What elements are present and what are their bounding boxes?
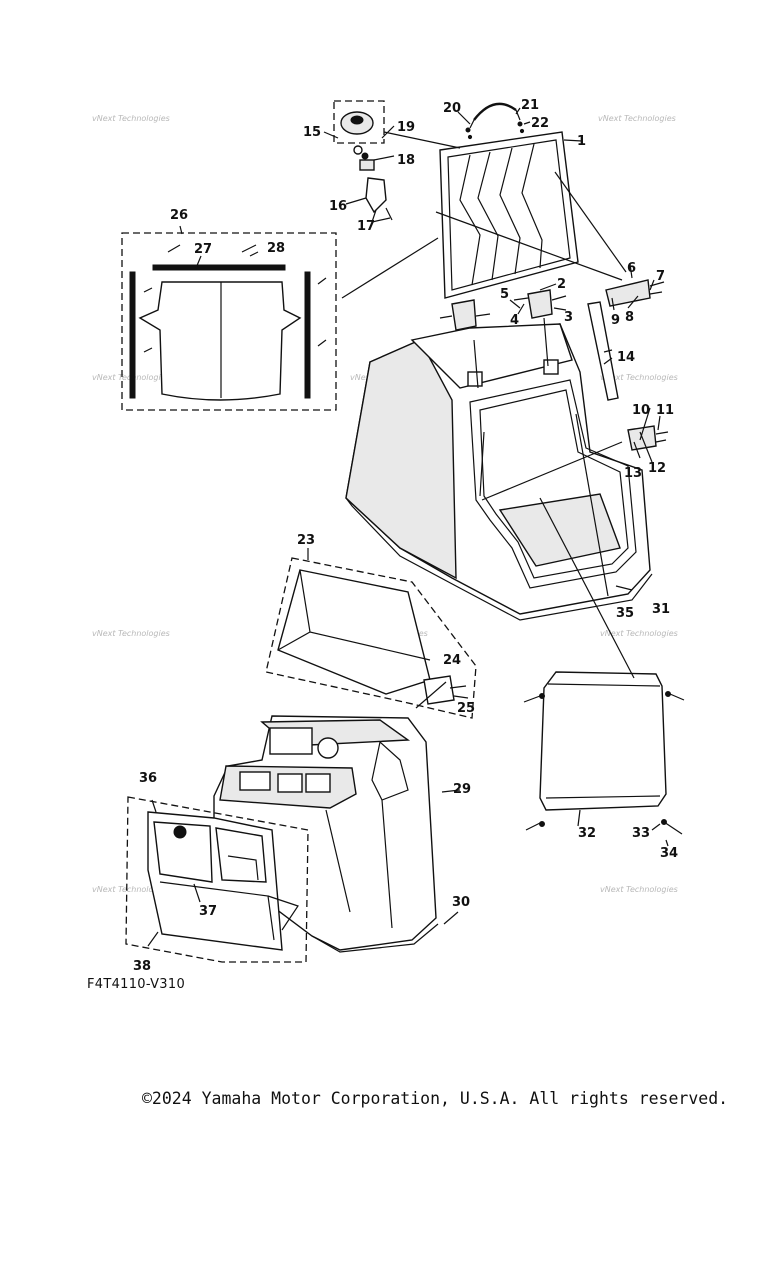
- callout-19: 19: [397, 120, 415, 135]
- copyright-notice: ©2024 Yamaha Motor Corporation, U.S.A. A…: [142, 1089, 729, 1108]
- watermark: vNext Technologies: [92, 885, 170, 894]
- diagram-code: F4T4110-V310: [87, 977, 186, 992]
- callout-38: 38: [133, 959, 151, 974]
- callout-35: 35: [616, 606, 634, 621]
- leader-lines: [147, 107, 669, 947]
- callout-21: 21: [521, 98, 539, 113]
- callout-27: 27: [194, 242, 212, 257]
- callout-14: 14: [617, 350, 635, 365]
- callout-8: 8: [625, 310, 634, 325]
- callout-16: 16: [329, 199, 347, 214]
- grab-handle-part: [465, 102, 525, 140]
- callout-18: 18: [397, 153, 415, 168]
- front-panel-part: [125, 796, 309, 963]
- callout-labels: 1 2 3 4 5 6 7 8 9 10 11 12 13 14 15 16 1…: [133, 98, 678, 974]
- rear-panel-kit-part: [121, 232, 337, 411]
- callout-1: 1: [577, 134, 586, 149]
- callout-7: 7: [656, 269, 665, 284]
- watermark: vNext Technologies: [92, 629, 170, 638]
- callout-17: 17: [357, 219, 375, 234]
- watermark: vNext Technologies: [598, 114, 676, 123]
- callout-32: 32: [578, 826, 596, 841]
- callout-31: 31: [652, 602, 670, 617]
- callout-13: 13: [624, 466, 642, 481]
- roof-panel-part: [523, 671, 685, 835]
- watermark: vNext Technologies: [600, 629, 678, 638]
- lock-assembly-part: [333, 100, 393, 223]
- callout-34: 34: [660, 846, 678, 861]
- watermark: vNext Technologies: [92, 114, 170, 123]
- callout-26: 26: [170, 208, 188, 223]
- callout-29: 29: [453, 782, 471, 797]
- callout-30: 30: [452, 895, 470, 910]
- callout-9: 9: [611, 313, 620, 328]
- callout-5: 5: [500, 287, 509, 302]
- callout-6: 6: [627, 261, 636, 276]
- watermark: vNext Technologies: [600, 885, 678, 894]
- callout-28: 28: [267, 241, 285, 256]
- callout-37: 37: [199, 904, 217, 919]
- watermark: vNext Technologies: [600, 373, 678, 382]
- callout-36: 36: [139, 771, 157, 786]
- callout-3: 3: [564, 310, 573, 325]
- callout-25: 25: [457, 701, 475, 716]
- callout-10: 10: [632, 403, 650, 418]
- callout-20: 20: [443, 101, 461, 116]
- callout-33: 33: [632, 826, 650, 841]
- windshield-part: [439, 131, 579, 299]
- callout-11: 11: [656, 403, 674, 418]
- callout-15: 15: [303, 125, 321, 140]
- deflector-part: [265, 557, 477, 719]
- callout-2: 2: [557, 277, 566, 292]
- callout-12: 12: [648, 461, 666, 476]
- cab-enclosure-part: [345, 323, 653, 621]
- callout-23: 23: [297, 533, 315, 548]
- callout-22: 22: [531, 116, 549, 131]
- callout-24: 24: [443, 653, 461, 668]
- callout-4: 4: [510, 313, 519, 328]
